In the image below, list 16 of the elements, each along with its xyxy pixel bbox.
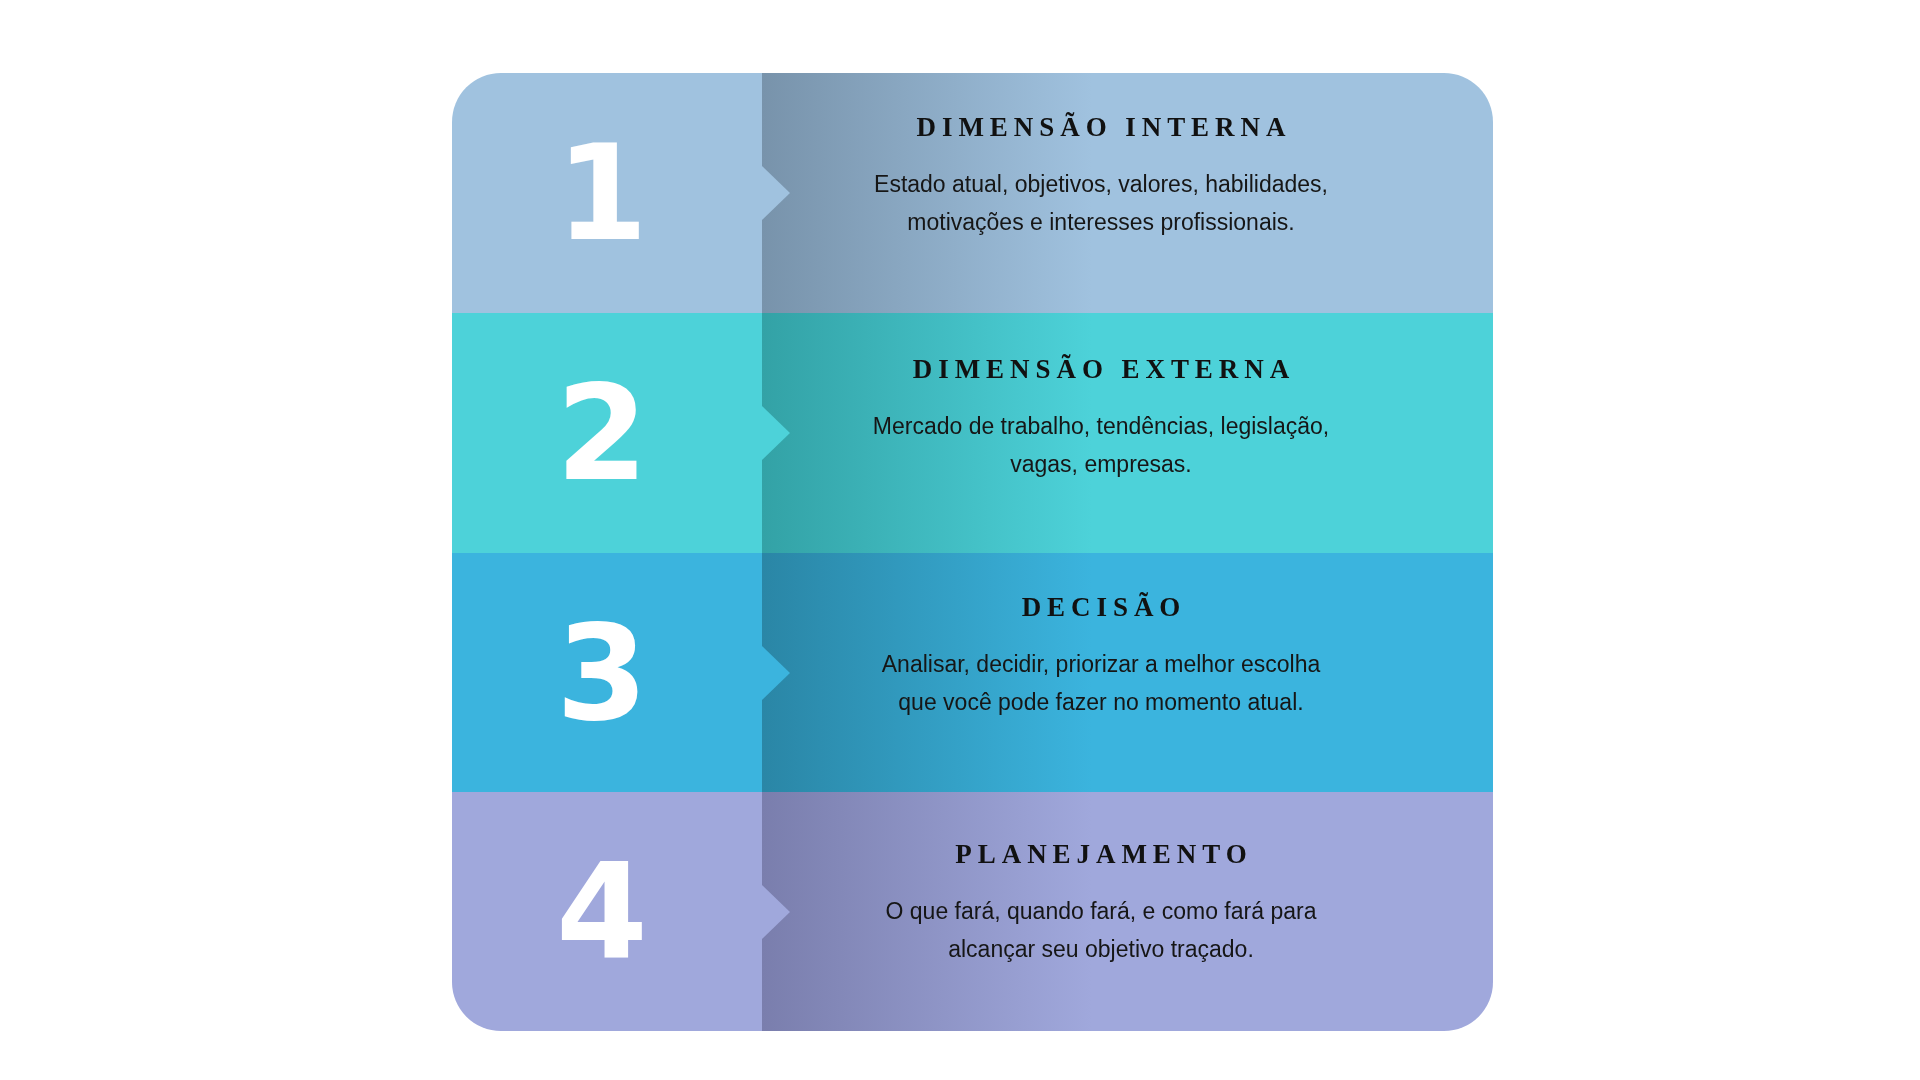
step-description: O que fará, quando fará, e como fará para alcançar seu objetivo traçado. [884, 896, 1318, 964]
step-number: 4 [556, 846, 648, 978]
step-band [452, 792, 1493, 1031]
step-title: PLANEJAMENTO [955, 840, 1253, 870]
step-band [452, 553, 1493, 792]
step-title: DIMENSÃO INTERNA [916, 113, 1292, 143]
step-description: Estado atual, objetivos, valores, habilidades, motivações e interesses profissionais. [873, 169, 1329, 237]
step-band [452, 313, 1493, 553]
step-number: 2 [556, 367, 648, 499]
step-band [452, 73, 1493, 313]
step-description: Mercado de trabalho, tendências, legislação, vagas, empresas. [871, 411, 1331, 479]
step-description: Analisar, decidir, priorizar a melhor escolha que você pode fazer no momento atual. [880, 649, 1322, 717]
step-title: DIMENSÃO EXTERNA [912, 355, 1296, 385]
step-title: DECISÃO [1021, 593, 1187, 623]
step-number: 1 [556, 127, 648, 259]
step-number: 3 [556, 607, 648, 739]
